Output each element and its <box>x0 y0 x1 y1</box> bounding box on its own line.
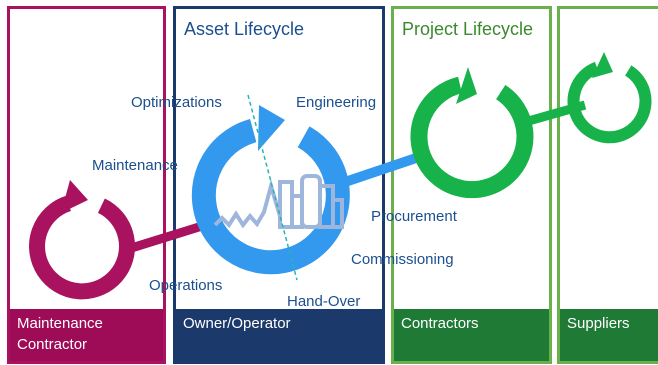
stage-operations: Operations <box>149 277 223 294</box>
suppliers-footer: Suppliers <box>560 309 658 361</box>
stage-optimizations: Optimizations <box>131 94 222 111</box>
maintenance-cycle-icon <box>29 180 136 300</box>
project-lifecycle-cycle-icon <box>410 67 534 199</box>
project-lifecycle-title: Project Lifecycle <box>402 19 534 39</box>
owner-operator-panel: Asset Lifecycle Owner/Operator <box>173 6 385 364</box>
plant-skyline-icon <box>213 174 344 229</box>
suppliers-panel: Suppliers <box>557 6 658 364</box>
contractors-footer: Contractors <box>394 309 549 361</box>
asset-lifecycle-cycle-icon <box>191 105 350 275</box>
stage-maintenance: Maintenance <box>92 157 178 174</box>
maintenance-contractor-footer: Maintenance Contractor <box>10 309 163 361</box>
stage-procurement: Procurement <box>371 208 457 225</box>
supplier-cycle-icon <box>567 52 652 144</box>
stage-commissioning: Commissioning <box>351 251 454 268</box>
maintenance-footer-line1: Maintenance <box>17 315 103 332</box>
maintenance-footer-line2: Contractor <box>17 336 88 353</box>
maintenance-contractor-panel: Maintenance Contractor <box>7 6 166 364</box>
phase-boundary-line <box>247 94 298 281</box>
stage-handover: Hand-Over <box>287 293 361 310</box>
asset-project-link <box>343 150 427 187</box>
owner-operator-footer: Owner/Operator <box>176 309 382 361</box>
stage-engineering: Engineering <box>296 94 377 111</box>
asset-lifecycle-title: Asset Lifecycle <box>184 19 305 39</box>
contractors-panel: Project Lifecycle Contractors <box>391 6 552 364</box>
